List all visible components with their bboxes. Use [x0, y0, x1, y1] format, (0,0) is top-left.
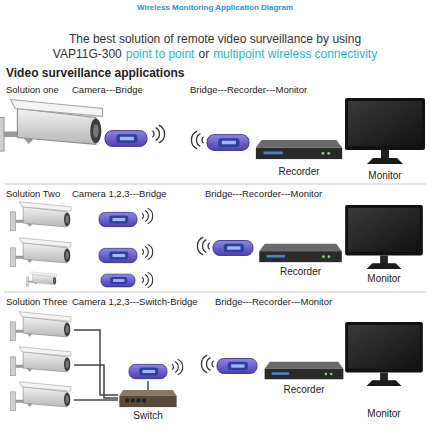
bridge-icon	[99, 212, 137, 226]
connection-note: Bridge---Recorder---Monitor	[205, 188, 322, 199]
solution-label: Solution Two	[6, 188, 60, 199]
cable-wire	[74, 399, 118, 401]
bridge-icon	[105, 131, 147, 147]
section-heading: Video surveillance applications	[6, 66, 185, 80]
device-label: Switch	[114, 410, 182, 422]
monitor-icon	[345, 98, 425, 164]
subtitle-text: The best solution of remote video survei…	[0, 32, 430, 47]
camera-icon	[11, 312, 71, 341]
wifi-symbol	[142, 208, 153, 223]
subtitle-text: VAP11G-300	[53, 47, 122, 62]
device-label: Monitor	[345, 408, 423, 420]
recorder-icon	[256, 140, 342, 159]
monitor-icon	[345, 205, 423, 269]
cable-wire	[74, 365, 118, 398]
bridge-icon	[99, 248, 137, 262]
recorder-device: Recorder	[258, 242, 343, 278]
wifi-symbol	[172, 359, 183, 374]
bridge-icon	[207, 135, 249, 151]
solution-label: Solution one	[6, 84, 59, 95]
switch-icon	[119, 390, 176, 407]
recorder-device: Recorder	[255, 138, 343, 178]
camera-icon	[11, 202, 71, 231]
divider-line	[4, 292, 426, 293]
subtitle-text: multipoint wireless connectivity	[213, 47, 377, 62]
subtitle-block: The best solution of remote video survei…	[0, 32, 430, 62]
wifi-symbol	[152, 125, 164, 143]
switch-device: Switch	[114, 388, 182, 422]
bridge-icon	[217, 359, 257, 374]
wifi-symbol	[201, 355, 213, 373]
connection-note: Camera---Bridge	[72, 84, 143, 95]
wifi-symbol	[197, 237, 209, 255]
recorder-icon	[265, 362, 344, 380]
cable-wire	[74, 330, 118, 395]
connection-note: Bridge---Recorder---Monitor	[215, 296, 332, 307]
connection-note: Camera 1,2,3---Switch-Bridge	[72, 296, 198, 307]
divider-line	[4, 184, 426, 185]
wifi-symbol	[142, 244, 153, 259]
bridge-icon	[213, 241, 253, 256]
camera-icon	[11, 347, 71, 376]
monitor-device: Monitor	[345, 205, 423, 285]
subtitle-text: point to point	[126, 47, 195, 62]
subtitle-text: or	[198, 47, 209, 62]
camera-icon	[11, 238, 71, 267]
camera-icon	[0, 100, 103, 152]
connection-note: Camera 1,2,3---Bridge	[72, 188, 167, 199]
camera-icon	[11, 382, 71, 411]
device-label: Recorder	[258, 266, 343, 278]
device-label: Recorder	[264, 384, 344, 396]
diagram-title: Wireless Monitoring Application Diagram	[0, 3, 430, 12]
connection-note: Bridge---Recorder---Monitor	[190, 84, 307, 95]
device-label: Recorder	[255, 166, 343, 178]
monitor-device: Monitor	[345, 98, 425, 182]
device-label: Monitor	[345, 273, 423, 285]
monitor-icon	[345, 322, 423, 386]
camera-icon	[26, 272, 56, 286]
recorder-device: Recorder	[264, 360, 344, 396]
device-label: Monitor	[345, 170, 425, 182]
bridge-icon	[129, 364, 167, 378]
monitor-device: Monitor	[345, 322, 423, 420]
bridge-icon	[101, 274, 135, 287]
recorder-icon	[259, 244, 342, 262]
wifi-symbol	[142, 272, 153, 287]
solution-label: Solution Three	[6, 296, 68, 307]
cable-wire	[147, 381, 149, 390]
wifi-symbol	[191, 131, 203, 149]
